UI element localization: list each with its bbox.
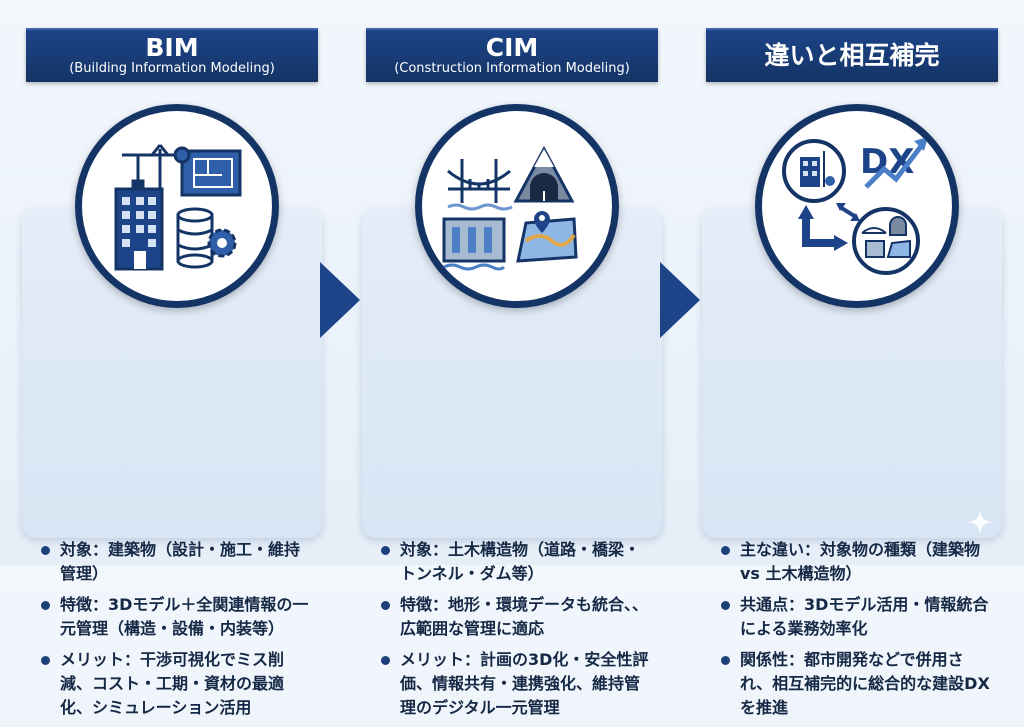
tunnel-icon [513, 145, 575, 203]
cim-header: CIM (Construction Information Modeling) [366, 28, 658, 82]
bullet-text: 特徴：3Dモデル＋全関連情報の一元管理（構造・設備・内装等） [60, 595, 309, 638]
bullet-text: 関係性：都市開発などで併用され、相互補完的に総合的な建設DXを推進 [740, 650, 990, 717]
relationship-bullet-list: 主な違い：対象物の種類（建築物 vs 土木構造物） 共通点：3Dモデル活用・情報… [720, 538, 992, 727]
relationship-column: 主な違い：対象物の種類（建築物 vs 土木構造物） 共通点：3Dモデル活用・情報… [702, 0, 1002, 717]
bullet-text: 対象：建築物（設計・施工・維持管理） [60, 540, 301, 583]
cim-bullet-merit: メリット：計画の3D化・安全性評価、情報共有・連携強化、維持管理のデジタル一元管… [380, 648, 652, 720]
bullet-dot [41, 601, 50, 610]
sparkle-icon [967, 509, 993, 535]
bullet-text: 特徴：地形・環境データも統合、、広範囲な管理に適応 [400, 595, 649, 638]
cim-subtitle: (Construction Information Modeling) [394, 61, 630, 76]
dx-label: DX [860, 142, 914, 182]
flow-arrow-icon [320, 262, 360, 338]
bim-illustration [75, 104, 279, 308]
bullet-text: 主な違い：対象物の種類（建築物 vs 土木構造物） [740, 540, 981, 583]
bullet-dot [41, 546, 50, 555]
bullet-text: 対象：土木構造物（道路・橋梁・トンネル・ダム等） [400, 540, 641, 583]
bim-column: 対象：建築物（設計・施工・維持管理） 特徴：3Dモデル＋全関連情報の一元管理（構… [22, 0, 322, 717]
bullet-dot [381, 546, 390, 555]
bullet-dot [381, 656, 390, 665]
bullet-dot [721, 601, 730, 610]
cim-bullet-feature: 特徴：地形・環境データも統合、、広範囲な管理に適応 [380, 593, 652, 641]
cim-column: 対象：土木構造物（道路・橋梁・トンネル・ダム等） 特徴：地形・環境データも統合、… [362, 0, 662, 717]
cim-bullet-list: 対象：土木構造物（道路・橋梁・トンネル・ダム等） 特徴：地形・環境データも統合、… [380, 538, 652, 727]
blueprint-icon [173, 146, 242, 197]
bullet-text: メリット：干渉可視化でミス削減、コスト・工期・資材の最適化、シミュレーション活用 [60, 650, 285, 717]
bim-header: BIM (Building Information Modeling) [26, 28, 318, 82]
bullet-dot [41, 656, 50, 665]
bidirectional-arrow-icon [836, 203, 860, 221]
cim-illustration [415, 104, 619, 308]
bim-title: BIM [145, 33, 199, 62]
relationship-bullet-common: 共通点：3Dモデル活用・情報統合による業務効率化 [720, 593, 992, 641]
bridge-icon [447, 159, 513, 211]
relationship-header: 違いと相互補完 [706, 28, 998, 82]
gear-icon [207, 228, 237, 258]
bim-bullet-list: 対象：建築物（設計・施工・維持管理） 特徴：3Dモデル＋全関連情報の一元管理（構… [40, 538, 312, 727]
bim-subtitle: (Building Information Modeling) [69, 61, 275, 76]
dx-trend-arrow-icon [864, 137, 928, 189]
bullet-text: メリット：計画の3D化・安全性評価、情報共有・連携強化、維持管理のデジタル一元管… [400, 650, 649, 717]
bim-bullet-target: 対象：建築物（設計・施工・維持管理） [40, 538, 312, 586]
mini-bim-icon [782, 139, 846, 203]
flow-arrow-icon [660, 262, 700, 338]
bullet-dot [721, 656, 730, 665]
flow-arrow-icon [798, 205, 848, 251]
relationship-title: 違いと相互補完 [764, 41, 940, 70]
cim-title: CIM [485, 33, 539, 62]
building-icon [114, 187, 164, 271]
bullet-dot [721, 546, 730, 555]
map-pin-icon [516, 211, 578, 263]
bullet-text: 共通点：3Dモデル活用・情報統合による業務効率化 [740, 595, 989, 638]
database-icon [176, 207, 214, 269]
bullet-dot [381, 601, 390, 610]
dam-icon [442, 217, 506, 271]
cim-bullet-target: 対象：土木構造物（道路・橋梁・トンネル・ダム等） [380, 538, 652, 586]
relationship-bullet-relation: 関係性：都市開発などで併用され、相互補完的に総合的な建設DXを推進 [720, 648, 992, 720]
bim-bullet-merit: メリット：干渉可視化でミス削減、コスト・工期・資材の最適化、シミュレーション活用 [40, 648, 312, 720]
relationship-illustration: DX [755, 104, 959, 308]
mini-cim-icon [852, 207, 920, 275]
relationship-bullet-difference: 主な違い：対象物の種類（建築物 vs 土木構造物） [720, 538, 992, 586]
bim-bullet-feature: 特徴：3Dモデル＋全関連情報の一元管理（構造・設備・内装等） [40, 593, 312, 641]
